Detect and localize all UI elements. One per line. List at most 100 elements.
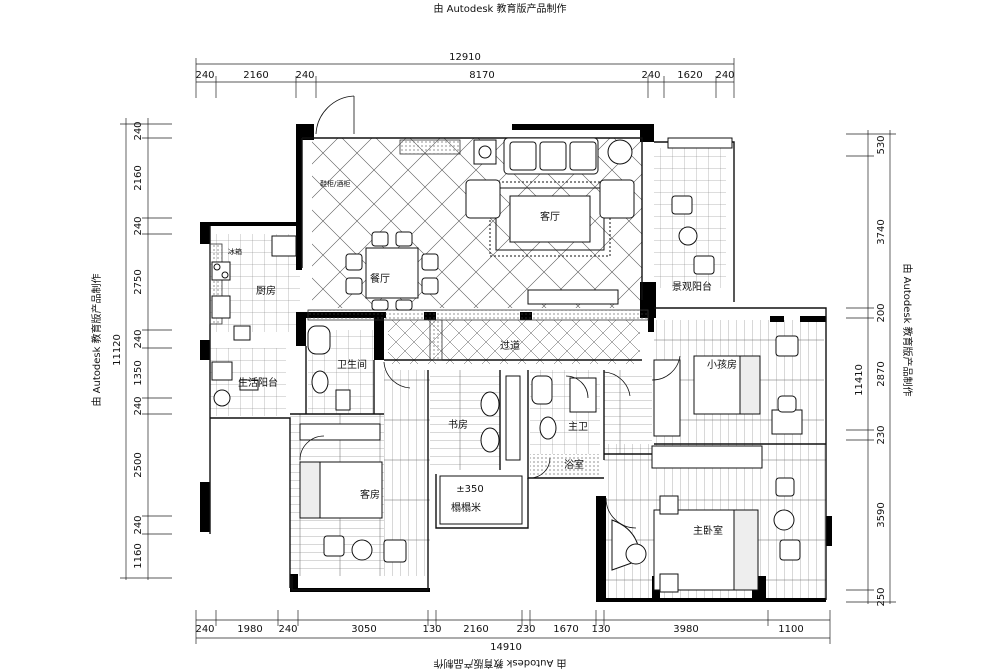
dim-bottom-5: 130 (422, 624, 441, 635)
watermark-bottom: 由 Autodesk 教育版产品制作 (433, 657, 566, 670)
label-wine-cabinet: 鞋柜/酒柜 (320, 179, 350, 188)
dim-bottom-total: 14910 (490, 642, 522, 653)
master-toilet-icon (539, 416, 557, 440)
dim-top-3: 240 (295, 70, 314, 81)
dim-left-8: 2500 (133, 452, 144, 477)
dim-top-7: 240 (715, 70, 734, 81)
dim-left-2: 2160 (133, 165, 144, 190)
dim-bottom-11: 1100 (778, 624, 803, 635)
dim-bottom-2: 1980 (237, 624, 262, 635)
dim-bottom-1: 240 (195, 624, 214, 635)
dim-top-1: 240 (195, 70, 214, 81)
guest-chair-icon (323, 535, 345, 557)
coffee-table-icon (509, 195, 591, 243)
kitchen-cabinet-icon (233, 325, 251, 341)
dim-top-total: 12910 (449, 52, 481, 63)
fridge-icon (271, 235, 297, 257)
rug-icon (489, 181, 611, 257)
washer-icon (211, 361, 233, 381)
kids-wardrobe-icon (653, 359, 681, 437)
study-toilet-icon (480, 391, 500, 417)
balcony-table-icon (678, 226, 698, 246)
master-round-table-icon (773, 509, 795, 531)
label-kids-room: 小孩房 (707, 358, 737, 371)
dim-bottom-6: 2160 (463, 624, 488, 635)
study-shelf-icon (505, 375, 521, 461)
dim-right-3: 200 (876, 303, 887, 322)
basin-icon (213, 389, 231, 407)
dim-bottom-10: 3980 (673, 624, 698, 635)
dim-bottom-9: 130 (591, 624, 610, 635)
label-living: 客厅 (540, 210, 560, 223)
label-public-wc: 卫生间 (337, 358, 367, 371)
armchair-left-icon (465, 179, 501, 219)
dim-left-total: 11120 (112, 334, 123, 366)
sink-icon (211, 295, 231, 319)
plant-icon (607, 139, 633, 165)
wc-sink-icon (307, 325, 331, 355)
dim-right-6: 3590 (876, 502, 887, 527)
dim-left-4: 2750 (133, 269, 144, 294)
dim-right-5: 230 (876, 425, 887, 444)
dim-bottom-3: 240 (278, 624, 297, 635)
corridor-counter (307, 309, 649, 321)
study-floor (430, 370, 500, 470)
plant-small-icon (335, 389, 351, 411)
dim-bottom-8: 1670 (553, 624, 578, 635)
dim-left-10: 1160 (133, 543, 144, 568)
dimension-lines (120, 58, 896, 644)
watermark-left: 由 Autodesk 教育版产品制作 (90, 273, 103, 406)
dim-right-1: 530 (876, 135, 887, 154)
balcony-floor (654, 148, 726, 288)
dim-top-5: 240 (641, 70, 660, 81)
master-bath-cabinet-icon (569, 377, 597, 413)
toilet-icon (311, 370, 329, 394)
dim-top-2: 2160 (243, 70, 268, 81)
side-table-icon (473, 139, 497, 165)
guest-round-table-icon (351, 539, 373, 561)
dim-top-6: 1620 (677, 70, 702, 81)
label-study: 书房 (448, 418, 468, 431)
label-kitchen: 厨房 (256, 284, 276, 297)
dim-left-5: 240 (133, 329, 144, 348)
label-shower: 浴室 (564, 458, 584, 471)
entry-door-icon (315, 95, 355, 135)
label-corridor: 过道 (500, 339, 520, 352)
furniture (211, 137, 803, 593)
dim-right-total: 11410 (854, 364, 865, 396)
master-sink-icon (531, 375, 553, 405)
dim-left-7: 240 (133, 396, 144, 415)
dim-right-4: 2870 (876, 361, 887, 386)
dim-left-1: 240 (133, 121, 144, 140)
dim-left-9: 240 (133, 515, 144, 534)
tv-cabinet-icon (527, 289, 619, 305)
armchair-right-icon (599, 179, 635, 219)
guest-wardrobe-icon (299, 423, 381, 441)
watermark-right: 由 Autodesk 教育版产品制作 (901, 263, 914, 396)
dim-bottom-4: 3050 (351, 624, 376, 635)
dim-right-2: 3740 (876, 219, 887, 244)
label-fridge: 冰箱 (228, 247, 242, 256)
dim-left-3: 240 (133, 216, 144, 235)
hall-right-floor (604, 370, 652, 454)
dim-top-4: 8170 (469, 70, 494, 81)
dining-table-icon (365, 247, 419, 299)
room-labels: 客厅 餐厅 厨房 景观阳台 过道 小孩房 卫生间 生活阳台 书房 主卫 浴室 客… (228, 179, 737, 537)
dim-left-6: 1350 (133, 360, 144, 385)
dim-bottom-7: 230 (516, 624, 535, 635)
nightstand-icon (659, 495, 679, 515)
wine-cabinet (399, 139, 461, 155)
watermark-top: 由 Autodesk 教育版产品制作 (433, 2, 566, 15)
label-master-bath: 主卫 (568, 421, 588, 433)
label-master-bedroom: 主卧室 (693, 524, 723, 537)
tatami-icon (439, 475, 523, 525)
kids-desk-icon (771, 409, 803, 435)
master-wardrobe-icon (651, 445, 763, 469)
label-tatami-height: ±350 (456, 484, 483, 495)
label-utility-balcony: 生活阳台 (238, 376, 278, 389)
label-tatami: 榻榻米 (451, 501, 481, 514)
doors (299, 95, 681, 529)
label-dining: 餐厅 (370, 272, 390, 285)
balcony-chair-icon (671, 195, 693, 215)
